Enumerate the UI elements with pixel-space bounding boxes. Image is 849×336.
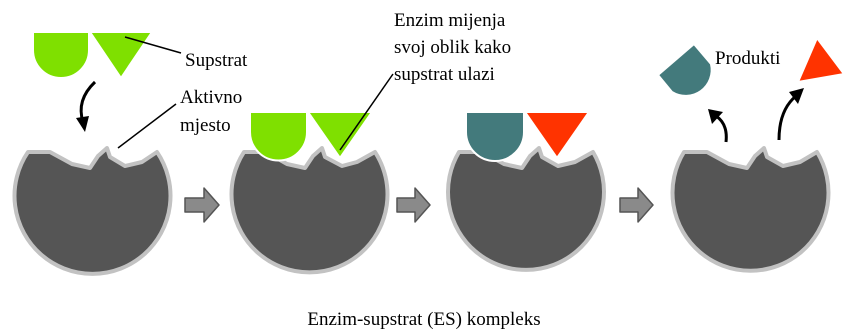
substrate-label-line	[124, 36, 182, 54]
bound-substrate-triangle	[306, 111, 374, 160]
shape-change-label-line	[339, 73, 394, 151]
product-half-circle-bound	[465, 111, 525, 162]
product-triangle-bound	[523, 111, 591, 160]
release-arrowhead-right	[789, 88, 804, 104]
product-triangle-released	[796, 36, 846, 84]
stage-4	[656, 36, 846, 273]
release-arrowhead-left	[708, 109, 723, 124]
shape-change-label-line-3: supstrat ulazi	[394, 64, 495, 85]
shape-change-label-line-2: svoj oblik kako	[394, 37, 511, 58]
enzyme-stage-1	[12, 146, 173, 276]
diagram-caption: Enzim-supstrat (ES) kompleks	[307, 309, 540, 330]
product-half-circle-released	[656, 42, 713, 97]
step-arrow-2	[396, 187, 431, 223]
stage-2	[229, 73, 394, 275]
stage-1	[12, 31, 182, 276]
products-label: Produkti	[715, 48, 780, 69]
stage-3	[446, 111, 606, 272]
step-arrow-3	[619, 187, 654, 223]
substrate-half-circle	[32, 31, 90, 79]
substrate-binding-arrow	[79, 80, 97, 123]
enzyme-stage-3	[446, 146, 606, 272]
substrate-triangle	[88, 31, 154, 80]
shape-change-label-line-1: Enzim mijenja	[394, 10, 506, 31]
active-site-label-line-2: mjesto	[180, 115, 231, 136]
bound-substrate-half-circle	[249, 111, 308, 162]
enzyme-stage-2	[229, 146, 390, 275]
enzyme-stage-4	[670, 146, 831, 273]
active-site-label-line	[117, 103, 177, 149]
substrate-binding-arrowhead	[76, 116, 89, 132]
substrate-label: Supstrat	[185, 50, 248, 71]
active-site-label-line-1: Aktivno	[180, 87, 242, 108]
step-arrow-1	[184, 187, 220, 223]
release-arrow-left	[715, 114, 728, 143]
release-arrow-right	[777, 94, 797, 141]
